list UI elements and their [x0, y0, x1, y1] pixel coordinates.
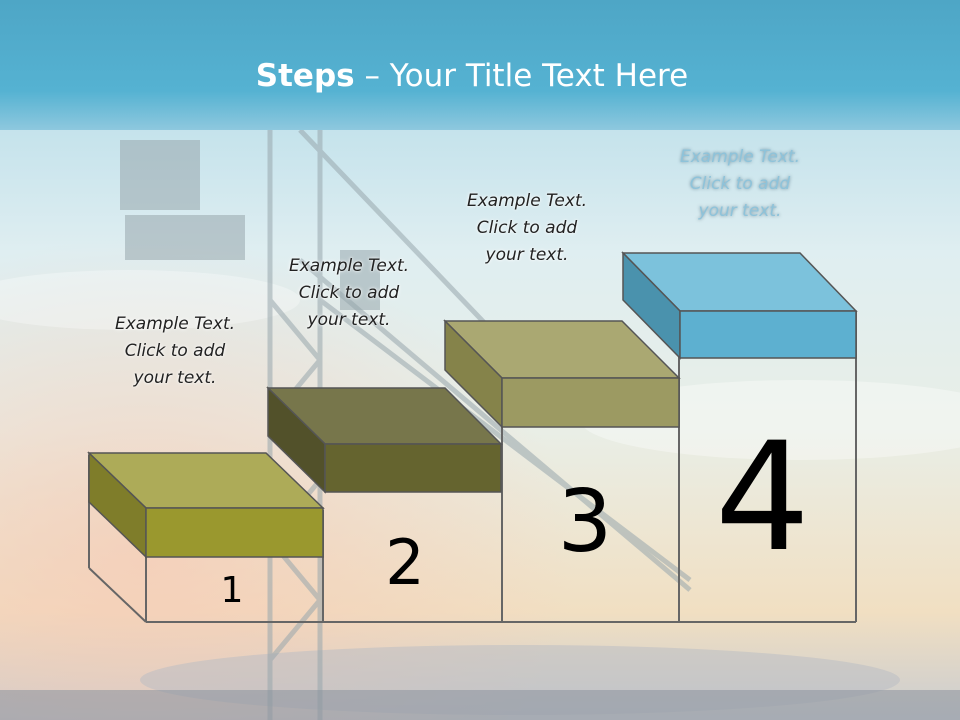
step-block-4[interactable] — [621, 251, 858, 360]
step-1-caption[interactable]: Example Text. Click to add your text. — [80, 311, 270, 392]
step-number-3: 3 — [557, 472, 613, 572]
step-block-3[interactable] — [443, 319, 681, 429]
step-3-caption[interactable]: Example Text. Click to add your text. — [432, 188, 622, 269]
step-3-caption-line-2: Click to add — [476, 218, 578, 238]
step-4-caption-line-2: Click to add — [689, 174, 791, 194]
step-4-caption-line-3: your text. — [698, 201, 782, 221]
step-4-front-face — [679, 310, 857, 359]
step-block-2[interactable] — [266, 386, 503, 494]
step-3-front-face — [501, 377, 680, 428]
step-number-2: 2 — [385, 526, 425, 599]
step-3-caption-line-3: your text. — [485, 245, 569, 265]
title-bold-part: Steps — [255, 58, 355, 94]
step-3-caption-line-1: Example Text. — [466, 191, 588, 211]
step-1-caption-line-3: your text. — [133, 368, 217, 388]
step-2-caption-line-3: your text. — [307, 310, 391, 330]
step-2-caption[interactable]: Example Text. Click to add your text. — [254, 253, 444, 334]
step-4-caption[interactable]: Example Text. Click to add your text. — [645, 144, 835, 225]
step-block-1[interactable] — [87, 451, 325, 559]
step-2-front-face — [324, 443, 502, 493]
step-2-caption-line-1: Example Text. — [288, 256, 410, 276]
title-bar — [0, 0, 960, 130]
slide-title[interactable]: Steps – Your Title Text Here — [0, 56, 944, 96]
step-1-front-face — [145, 507, 324, 558]
step-number-1: 1 — [220, 570, 244, 611]
step-number-4: 4 — [714, 411, 811, 585]
title-rest-part: – Your Title Text Here — [354, 58, 689, 94]
step-4-caption-line-1: Example Text. — [679, 147, 801, 167]
step-1-caption-line-1: Example Text. — [114, 314, 236, 334]
step-2-caption-line-2: Click to add — [298, 283, 400, 303]
step-1-caption-line-2: Click to add — [124, 341, 226, 361]
